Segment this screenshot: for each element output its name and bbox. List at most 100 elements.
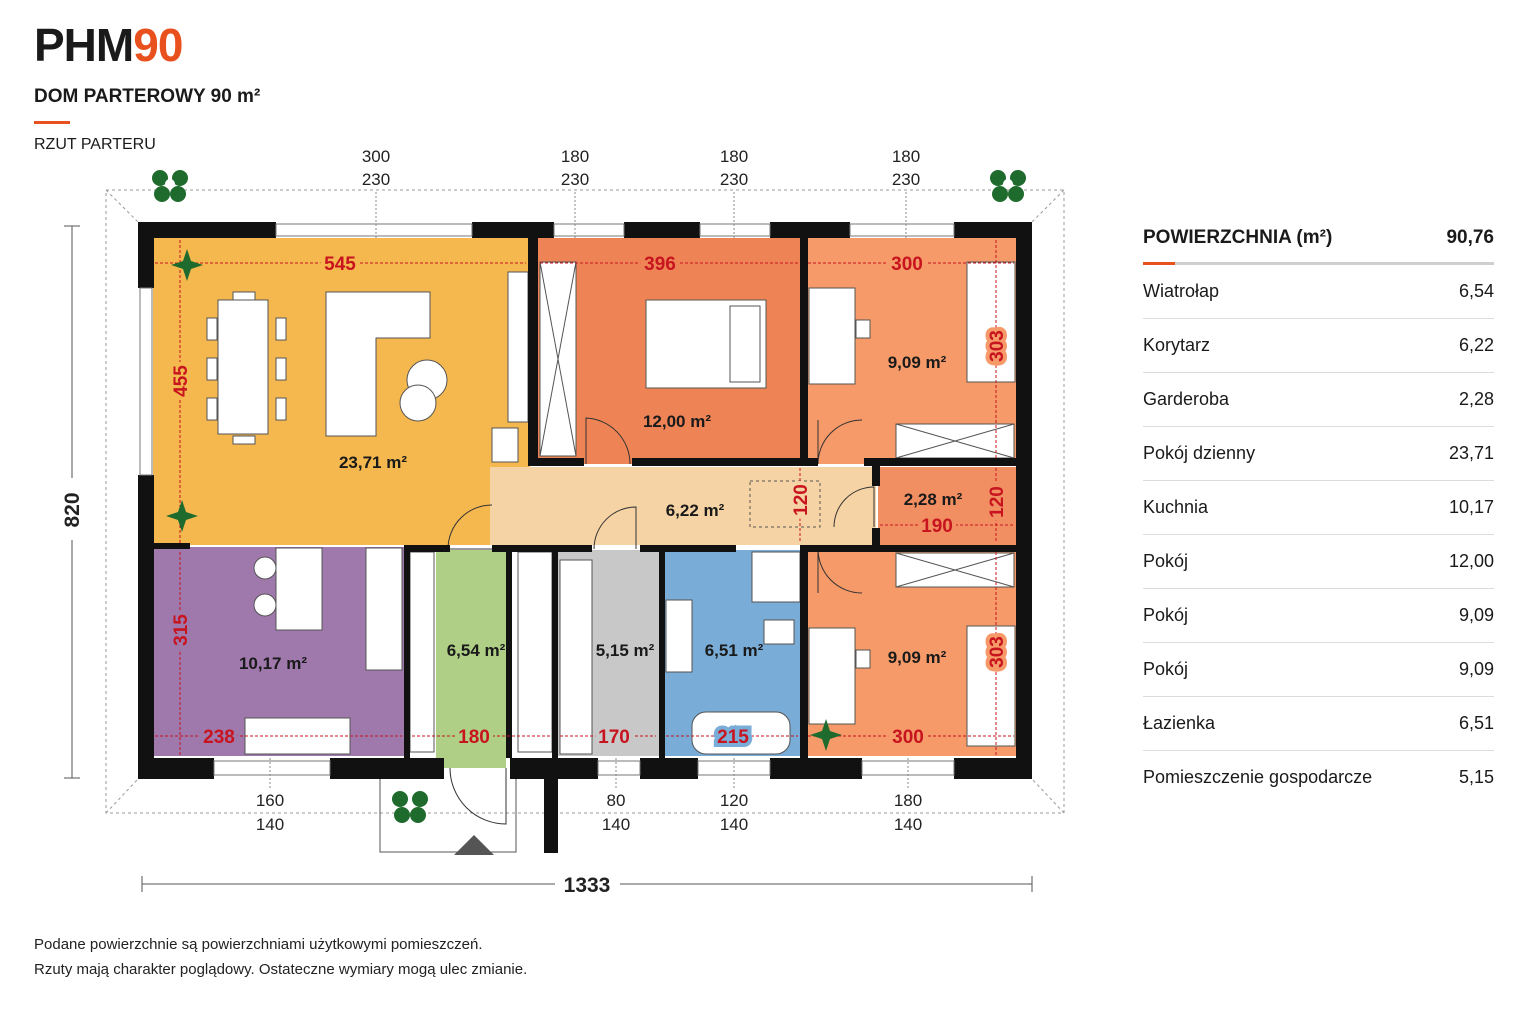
bathroom-area: 6,51 m² (705, 641, 764, 660)
top-dim-a: 180 (720, 147, 748, 166)
vestibule-width: 180 (458, 727, 490, 748)
area-table: POWIERZCHNIA (m²) 90,76 Wiatrołap 6,54 Ko… (1143, 220, 1494, 804)
area-row-name: Wiatrołap (1143, 281, 1220, 301)
closet-height: 120 (987, 486, 1008, 518)
walls[interactable] (138, 222, 1032, 853)
bedroom-top-height: 303 (987, 330, 1008, 362)
bottom-dim-a: 80 (607, 791, 626, 810)
hall-area: 6,22 m² (666, 501, 725, 520)
area-row: Pokój 9,09 (1143, 643, 1494, 697)
utility-width: 170 (598, 727, 630, 748)
logo: PHM90 (34, 18, 183, 72)
top-dim-b: 230 (720, 170, 748, 189)
area-row-value: 12,00 (1448, 551, 1494, 571)
furniture (206, 261, 1016, 853)
area-row-value: 23,71 (1448, 443, 1494, 463)
footer-note-line2: Rzuty mają charakter poglądowy. Ostatecz… (34, 961, 528, 978)
door-swings (447, 417, 875, 825)
area-row-name: Łazienka (1143, 713, 1216, 733)
area-row-value: 9,09 (1458, 659, 1494, 679)
desk-top (808, 287, 856, 385)
area-row: Korytarz 6,22 (1143, 319, 1494, 373)
area-row-name: Kuchnia (1143, 497, 1209, 517)
bed-top (966, 261, 1016, 383)
area-header-label: POWIERZCHNIA (m²) (1143, 227, 1333, 248)
closet-fill (878, 467, 1018, 545)
bedroom-bottom-height: 303 (987, 636, 1008, 668)
area-row-name: Pokój (1143, 551, 1189, 571)
kitchen-width: 238 (203, 727, 235, 748)
bottom-dim-a: 120 (720, 791, 748, 810)
bottom-dim-a: 160 (256, 791, 284, 810)
area-row-value: 2,28 (1458, 389, 1494, 409)
section-title: RZUT PARTERU (34, 136, 156, 153)
area-row-name: Pokój (1143, 605, 1189, 625)
hall-fill (490, 467, 876, 545)
bedroom-bottom-width: 300 (892, 727, 924, 748)
accent-line (34, 121, 70, 124)
entrance-step (379, 778, 517, 853)
footer-note-line1: Podane powierzchnie są powierzchniami uż… (34, 936, 483, 953)
entrance-arrow-icon (454, 835, 494, 855)
area-row-value: 6,22 (1458, 335, 1494, 355)
top-dimension-labels: 300 230 180 230 180 230 180 230 (362, 147, 920, 189)
top-dim-b: 230 (561, 170, 589, 189)
area-row-value: 5,15 (1458, 767, 1494, 787)
top-dim-a: 300 (362, 147, 390, 166)
wardrobe-hall (749, 480, 821, 528)
logo-number: 90 (133, 19, 183, 71)
room-dimension-lines (155, 240, 1014, 756)
top-dim-a: 180 (892, 147, 920, 166)
house-subtitle: DOM PARTEROWY 90 m² (34, 86, 261, 107)
bottom-dim-a: 180 (894, 791, 922, 810)
bottom-dim-b: 140 (720, 815, 748, 834)
window-axis-lines (269, 192, 909, 790)
area-row: Łazienka 6,51 (1143, 697, 1494, 751)
bedroom-bottom-area: 9,09 m² (888, 648, 947, 667)
toilet (763, 619, 795, 645)
overall-dimensions (64, 225, 1033, 892)
area-row: Pokój dzienny 23,71 (1143, 427, 1494, 481)
bathtub (691, 711, 791, 755)
total-depth-label: 820 (61, 492, 84, 527)
area-row-name: Korytarz (1143, 335, 1211, 355)
total-width-label: 1333 (564, 874, 611, 897)
bedroom-main-area: 12,00 m² (643, 412, 711, 431)
vestibule-fill (436, 550, 506, 768)
area-row-value: 9,09 (1458, 605, 1494, 625)
kitchen-area: 10,17 m² (239, 654, 307, 673)
area-row-name: Pokój dzienny (1143, 443, 1256, 463)
top-dim-b: 230 (362, 170, 390, 189)
bed-bottom (966, 625, 1016, 747)
bottom-dim-b: 140 (602, 815, 630, 834)
plant-icon (171, 249, 203, 281)
utility-area: 5,15 m² (596, 641, 655, 660)
dining-table (217, 299, 269, 435)
plant-icon (810, 719, 842, 751)
area-row-name: Garderoba (1143, 389, 1230, 409)
bottom-dimension-labels: 160 140 80 140 120 140 180 140 (256, 791, 922, 834)
roof-outline (105, 189, 1065, 814)
plant-icon (990, 170, 1026, 202)
area-row: Wiatrołap 6,54 (1143, 265, 1494, 319)
bathroom-sinks (665, 599, 693, 673)
hall-height: 120 (791, 484, 812, 516)
plant-icon (392, 791, 428, 823)
living-room-area: 23,71 m² (339, 453, 407, 472)
kitchen-island (275, 547, 323, 631)
plant-icon (166, 500, 198, 532)
room-area-labels: 23,71 m² 12,00 m² 9,09 m² 6,22 m² 2,28 m… (239, 353, 963, 673)
bottom-dim-b: 140 (894, 815, 922, 834)
room-dimension-labels: 545 396 300 455 303 120 190 120 315 238 … (167, 250, 1012, 752)
boiler (491, 427, 519, 463)
kitchen-counter (365, 547, 403, 671)
area-row: Pokój 9,09 (1143, 589, 1494, 643)
area-row-value: 6,51 (1458, 713, 1494, 733)
area-table-header: POWIERZCHNIA (m²) 90,76 (1143, 220, 1494, 256)
vestibule-area: 6,54 m² (447, 641, 506, 660)
area-row-name: Pokój (1143, 659, 1189, 679)
area-row-name: Pomieszczenie gospodarcze (1143, 767, 1373, 787)
area-row-value: 6,54 (1458, 281, 1494, 301)
closet-area: 2,28 m² (904, 490, 963, 509)
bottom-dim-b: 140 (256, 815, 284, 834)
